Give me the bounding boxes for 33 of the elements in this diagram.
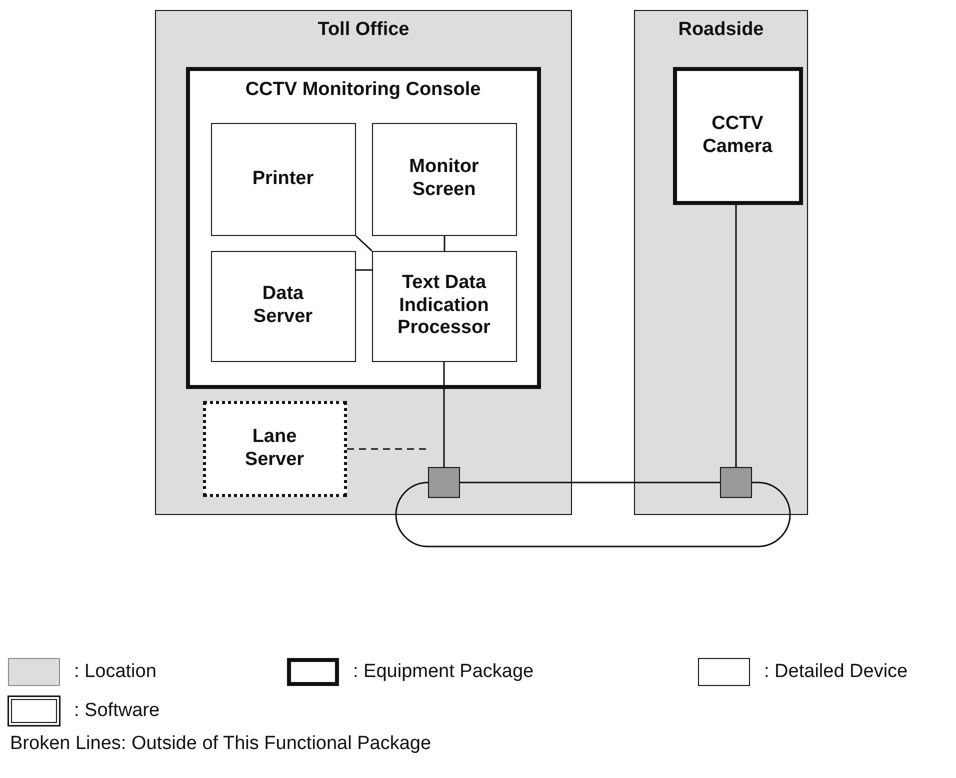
- node-label: Toll Office: [316, 19, 410, 42]
- equipment-package-box: [672, 66, 802, 204]
- connector-line: [444, 236, 446, 251]
- device-box: [372, 122, 516, 236]
- node-label: CCTV Monitoring Console: [244, 78, 482, 102]
- connector-line: [460, 482, 720, 484]
- dashed-connector: [347, 448, 428, 450]
- external-server-box: [202, 400, 346, 496]
- location-area: [634, 10, 808, 515]
- node-label: Text Data Indication Processor: [396, 272, 492, 340]
- network-node-box: [720, 466, 752, 498]
- connector-line: [395, 482, 791, 548]
- node-label: CCTV Camera: [702, 112, 774, 158]
- connector-line: [443, 362, 445, 467]
- device-box: [372, 250, 516, 362]
- device-box: [210, 122, 356, 236]
- location-area: [155, 10, 572, 515]
- equipment-package-box: [186, 66, 540, 388]
- node-label: Data Server: [252, 283, 314, 329]
- connector-line: [735, 205, 737, 467]
- legend-label: : Equipment Package: [353, 661, 534, 683]
- device-box: [210, 250, 356, 362]
- network-node-box: [428, 466, 460, 498]
- legend-label: : Detailed Device: [764, 661, 908, 683]
- legend-label: : Software: [74, 700, 160, 722]
- connector-line: [356, 269, 372, 271]
- legend-label: : Location: [74, 661, 156, 683]
- node-label: Printer: [251, 168, 315, 190]
- note-text: Broken Lines: Outside of This Functional Package: [10, 733, 432, 755]
- node-label: Monitor Screen: [408, 156, 480, 202]
- node-label: Roadside: [677, 19, 765, 42]
- node-label: Lane Server: [244, 426, 306, 472]
- connector-line: [355, 235, 373, 252]
